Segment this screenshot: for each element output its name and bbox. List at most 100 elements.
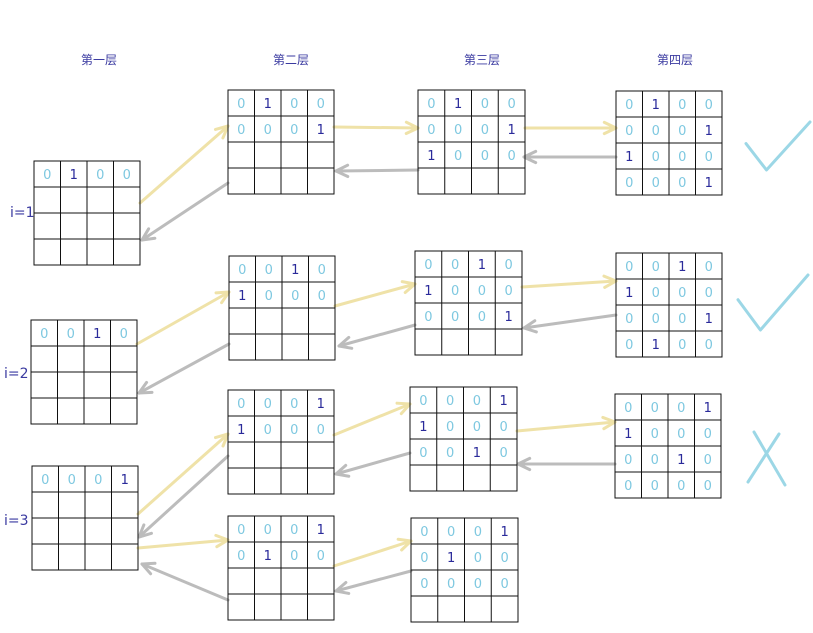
- forward-arrow: [515, 415, 617, 433]
- arrow-shaft: [136, 432, 230, 516]
- cell-value: 0: [237, 397, 245, 412]
- cell-value: 0: [43, 168, 51, 183]
- cell-value: 0: [451, 310, 459, 325]
- backtrack-arrow: [140, 181, 230, 242]
- arrow-shaft: [332, 402, 412, 437]
- forward-arrow: [136, 533, 230, 550]
- cell-value: 0: [96, 168, 104, 183]
- cell-value: 0: [120, 327, 128, 342]
- cell-value: 0: [94, 473, 102, 488]
- cell-value: 0: [419, 446, 427, 461]
- cell-value: 1: [625, 286, 633, 301]
- backtrack-arrow: [334, 451, 412, 478]
- cell-value: 0: [625, 338, 633, 353]
- cell-value: 0: [652, 312, 660, 327]
- cell-value: 0: [478, 284, 486, 299]
- cell-value: 0: [651, 401, 659, 416]
- arrow-shaft: [137, 454, 230, 539]
- cell-value: 1: [70, 168, 78, 183]
- cell-value: 0: [424, 258, 432, 273]
- cell-value: 1: [317, 397, 325, 412]
- cell-value: 0: [237, 97, 245, 112]
- cell-value: 1: [652, 338, 660, 353]
- cell-value: 0: [677, 427, 685, 442]
- cell-value: 0: [474, 525, 482, 540]
- cell-value: 1: [705, 312, 713, 327]
- cell-value: 0: [678, 150, 686, 165]
- arrow-shaft: [520, 279, 618, 289]
- cell-value: 0: [625, 124, 633, 139]
- cell-value: 0: [625, 176, 633, 191]
- arrow-head: [137, 523, 153, 539]
- grid-r1-l1: 0 1 0 0: [33, 160, 141, 266]
- cell-value: 1: [317, 523, 325, 538]
- cell-value: 0: [264, 523, 272, 538]
- cell-value: 0: [290, 523, 298, 538]
- cell-value: 1: [478, 258, 486, 273]
- cell-value: 0: [478, 310, 486, 325]
- cell-value: 0: [481, 97, 489, 112]
- cell-value: 1: [454, 97, 462, 112]
- cell-value: 0: [651, 427, 659, 442]
- cell-value: 1: [93, 327, 101, 342]
- cell-value: 1: [499, 394, 507, 409]
- cell-value: 1: [624, 427, 632, 442]
- cell-value: 0: [678, 176, 686, 191]
- cell-value: 0: [625, 312, 633, 327]
- arrow-shaft: [332, 539, 413, 568]
- cell-value: 0: [290, 97, 298, 112]
- arrow-head: [140, 227, 157, 242]
- cell-value: 0: [446, 394, 454, 409]
- cell-value: 0: [451, 258, 459, 273]
- cell-value: 0: [678, 124, 686, 139]
- cell-value: 0: [420, 551, 428, 566]
- cell-value: 0: [419, 394, 427, 409]
- cell-value: 0: [264, 423, 272, 438]
- cell-value: 0: [264, 123, 272, 138]
- arrow-head: [137, 380, 154, 395]
- cell-value: 0: [317, 423, 325, 438]
- cell-value: 1: [419, 420, 427, 435]
- cell-value: 0: [652, 286, 660, 301]
- cell-value: 0: [123, 168, 131, 183]
- cell-value: 0: [291, 289, 299, 304]
- cell-value: 0: [318, 289, 326, 304]
- arrow-shaft: [140, 562, 230, 602]
- cell-value: 1: [427, 149, 435, 164]
- cell-value: 0: [481, 149, 489, 164]
- cell-value: 0: [507, 149, 515, 164]
- cell-value: 1: [264, 549, 272, 564]
- cell-value: 0: [704, 453, 712, 468]
- arrow-shaft: [140, 181, 230, 242]
- cell-value: 0: [446, 420, 454, 435]
- cell-value: 0: [678, 312, 686, 327]
- result-marks-layer: [736, 120, 812, 487]
- cell-value: 0: [290, 397, 298, 412]
- cell-value: 1: [291, 263, 299, 278]
- cell-value: 1: [677, 453, 685, 468]
- cell-value: 0: [473, 420, 481, 435]
- arrow-shaft: [333, 282, 417, 308]
- arrow-shaft: [515, 420, 617, 433]
- arrow-head: [334, 163, 350, 179]
- arrows-layer: [135, 120, 618, 602]
- cell-value: 0: [68, 473, 76, 488]
- cell-value: 0: [705, 338, 713, 353]
- cell-value: 1: [121, 473, 129, 488]
- cell-value: 0: [499, 446, 507, 461]
- backtrack-arrow: [334, 163, 420, 179]
- cell-value: 0: [500, 551, 508, 566]
- cell-value: 0: [677, 401, 685, 416]
- cell-value: 0: [652, 124, 660, 139]
- cross-stroke: [746, 432, 781, 484]
- cell-value: 0: [678, 98, 686, 113]
- cell-value: 0: [625, 260, 633, 275]
- cell-value: 0: [677, 479, 685, 494]
